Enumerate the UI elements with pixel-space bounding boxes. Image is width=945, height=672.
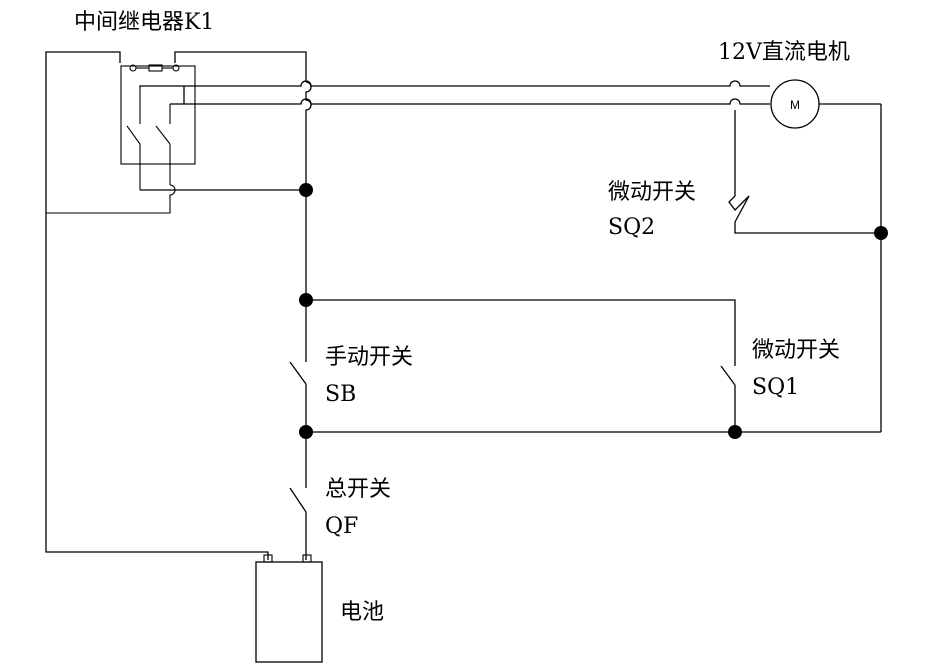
relay-lower-line (170, 98, 770, 105)
battery-body (255, 561, 323, 663)
sq1-upper-wire (306, 299, 736, 366)
qf-switch-blade (289, 487, 307, 513)
junction-sb-bottom (299, 425, 313, 439)
relay-label: 中间继电器K1 (74, 10, 215, 35)
sq1-code: SQ1 (752, 375, 800, 400)
relay-left-wire (45, 51, 269, 560)
relay-upper-line (139, 80, 770, 88)
relay-top-wire (174, 51, 307, 82)
relay-box (120, 65, 196, 165)
battery-terminal-negative (263, 554, 273, 563)
sq2-code: SQ2 (608, 215, 656, 240)
junction-sq1-top (299, 293, 313, 307)
battery-label: 电池 (340, 600, 385, 625)
battery-terminal-positive (302, 554, 312, 563)
main-bus-wire (305, 81, 312, 362)
sb-name: 手动开关 (325, 345, 414, 370)
sq2-switch (728, 110, 881, 234)
qf-code: QF (325, 514, 359, 539)
motor-label: 12V直流电机 (718, 40, 850, 65)
junction-relay-bottom (299, 183, 313, 197)
relay-contact-2-hop (46, 184, 176, 214)
motor-symbol: M (790, 98, 800, 112)
qf-name: 总开关 (325, 477, 392, 502)
sq1-switch-blade (720, 365, 736, 386)
sb-code: SB (325, 382, 357, 407)
junction-sq1-bottom (728, 425, 742, 439)
relay-contact-2-blade (155, 125, 171, 145)
sb-switch-blade (289, 361, 307, 385)
relay-contact-1-blade (126, 125, 141, 145)
junction-sq2-right (874, 226, 888, 240)
sq1-name: 微动开关 (752, 338, 841, 363)
sq2-name: 微动开关 (608, 180, 697, 205)
